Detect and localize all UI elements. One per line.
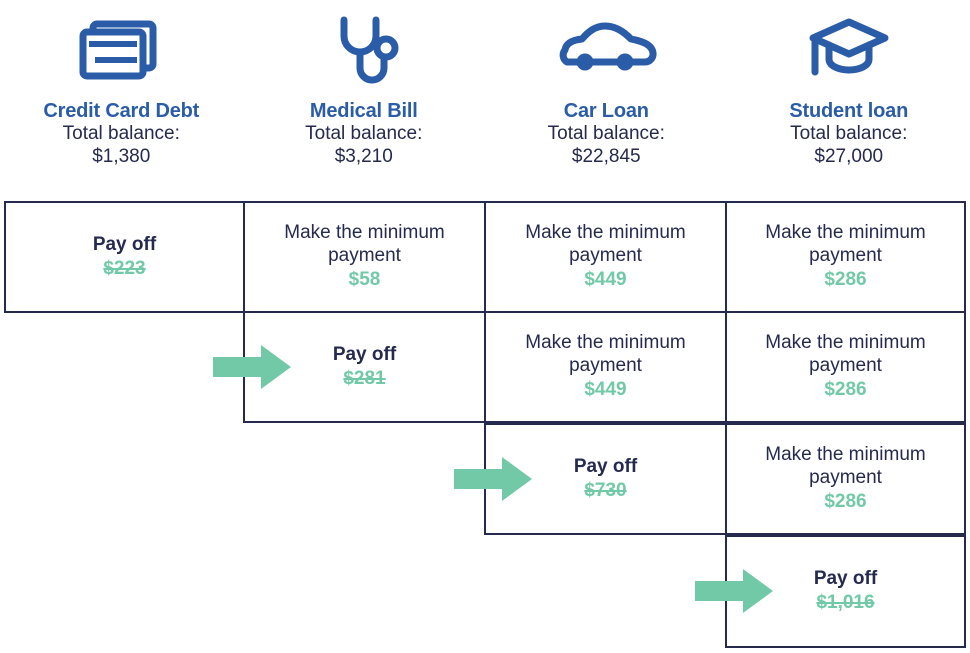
debt-header-row: Credit Card Debt Total balance: $1,380 M…: [0, 0, 970, 196]
plan-cell-r3c3[interactable]: Pay off $730: [484, 423, 727, 535]
plan-amount: $58: [348, 268, 381, 290]
plan-amount: $730: [584, 479, 627, 501]
snowball-arrow-row-3: [454, 457, 532, 501]
plan-cell-r1c1[interactable]: Pay off $223: [4, 201, 245, 313]
debt-balance-value: $1,380: [92, 145, 151, 167]
debt-name: Credit Card Debt: [43, 100, 200, 122]
debt-name: Student loan: [789, 100, 909, 122]
plan-amount: $1,016: [816, 592, 875, 614]
debt-balance-label: Total balance:: [62, 123, 180, 145]
debt-name: Car Loan: [563, 100, 649, 122]
snowball-arrow-row-4: [695, 569, 773, 613]
debt-balance-label: Total balance:: [547, 123, 665, 145]
plan-cell-r3c4[interactable]: Make the minimum payment $286: [725, 423, 966, 535]
plan-action: Make the minimum payment: [284, 222, 445, 267]
debt-snowball-grid: Pay off $223 Make the minimum payment $5…: [4, 201, 966, 649]
plan-cell-r1c3[interactable]: Make the minimum payment $449: [484, 201, 727, 313]
debt-balance-label: Total balance:: [305, 123, 423, 145]
plan-action: Pay off: [332, 343, 397, 365]
stethoscope-icon: [314, 0, 414, 100]
plan-amount: $449: [584, 268, 627, 290]
debt-header-credit-card-debt: Credit Card Debt Total balance: $1,380: [0, 0, 243, 196]
snowball-arrow-row-2: [213, 345, 291, 389]
car-icon: [551, 0, 661, 100]
plan-action: Pay off: [573, 455, 638, 477]
debt-balance-label: Total balance:: [790, 123, 908, 145]
plan-amount: $286: [824, 490, 867, 512]
plan-action: Make the minimum payment: [525, 332, 686, 377]
plan-action: Make the minimum payment: [525, 222, 686, 267]
plan-amount: $286: [824, 378, 867, 400]
plan-action: Make the minimum payment: [765, 332, 926, 377]
debt-header-student-loan: Student loan Total balance: $27,000: [728, 0, 970, 196]
plan-cell-r1c2[interactable]: Make the minimum payment $58: [243, 201, 486, 313]
debt-balance-value: $27,000: [814, 145, 884, 167]
plan-amount: $223: [103, 257, 146, 279]
plan-action: Make the minimum payment: [765, 444, 926, 489]
graduation-cap-icon: [799, 0, 899, 100]
plan-action: Pay off: [92, 233, 157, 255]
debt-balance-value: $22,845: [571, 145, 641, 167]
debt-header-car-loan: Car Loan Total balance: $22,845: [485, 0, 728, 196]
credit-cards-icon: [71, 0, 171, 100]
plan-amount: $281: [343, 367, 386, 389]
debt-header-medical-bill: Medical Bill Total balance: $3,210: [243, 0, 486, 196]
plan-cell-r1c4[interactable]: Make the minimum payment $286: [725, 201, 966, 313]
plan-amount: $286: [824, 268, 867, 290]
plan-amount: $449: [584, 378, 627, 400]
plan-action: Make the minimum payment: [765, 222, 926, 267]
plan-cell-r2c4[interactable]: Make the minimum payment $286: [725, 311, 966, 423]
plan-action: Pay off: [813, 568, 878, 590]
plan-cell-r2c3[interactable]: Make the minimum payment $449: [484, 311, 727, 423]
debt-balance-value: $3,210: [334, 145, 393, 167]
debt-name: Medical Bill: [309, 100, 418, 122]
